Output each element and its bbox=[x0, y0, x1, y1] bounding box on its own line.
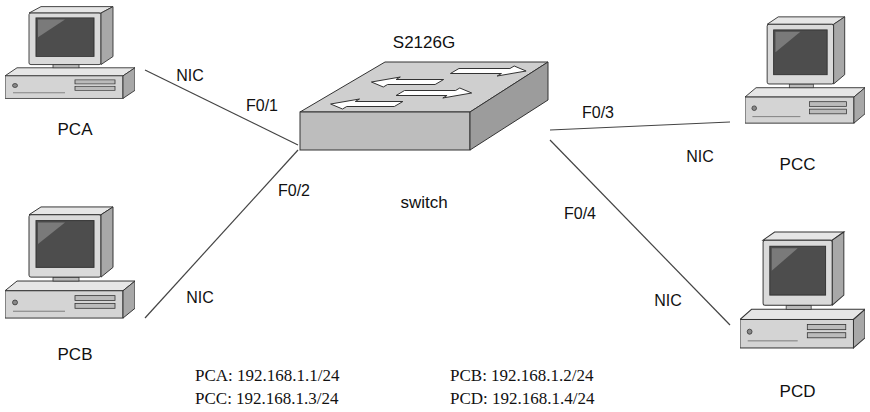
arrow-symbol bbox=[322, 99, 407, 109]
device-name: switch bbox=[400, 193, 447, 213]
network-cable bbox=[145, 150, 298, 318]
port-label: F0/3 bbox=[580, 103, 616, 122]
arrow-symbol bbox=[446, 66, 534, 76]
switch-arrows bbox=[322, 66, 535, 109]
device-name: PCA bbox=[58, 120, 93, 140]
port-label: F0/1 bbox=[244, 96, 280, 115]
arrow-symbol bbox=[392, 88, 480, 98]
switch-front bbox=[300, 112, 470, 150]
interface-label: NIC bbox=[654, 291, 682, 310]
interface-label: NIC bbox=[176, 66, 204, 85]
port-label: F0/4 bbox=[562, 204, 598, 223]
network-cable bbox=[145, 70, 298, 145]
interface-label: NIC bbox=[686, 147, 714, 166]
ip-address: PCD: 192.168.1.4/24 bbox=[450, 389, 595, 409]
network-cable bbox=[550, 122, 730, 130]
computer-icon bbox=[740, 232, 865, 348]
computer-node: PCD bbox=[730, 225, 865, 402]
computer-icon bbox=[745, 17, 865, 123]
computer-node: PCA bbox=[5, 3, 145, 140]
device-name: PCC bbox=[780, 155, 816, 175]
computer-node: PCB bbox=[5, 200, 145, 365]
switch-side bbox=[470, 62, 548, 150]
switch-icon bbox=[300, 62, 548, 150]
computer-node: PCC bbox=[730, 10, 865, 175]
ip-address: PCA: 192.168.1.1/24 bbox=[195, 366, 340, 386]
device-name: PCD bbox=[780, 382, 816, 402]
ip-address: PCB: 192.168.1.2/24 bbox=[450, 366, 594, 386]
network-cable bbox=[550, 140, 730, 325]
port-label: F0/2 bbox=[276, 181, 312, 200]
switch-node: S2126G switch bbox=[298, 33, 550, 213]
device-name: S2126G bbox=[393, 33, 455, 53]
interface-label: NIC bbox=[186, 288, 214, 307]
ip-address: PCC: 192.168.1.3/24 bbox=[195, 389, 339, 409]
computer-icon bbox=[5, 207, 135, 318]
computer-icon bbox=[5, 7, 135, 99]
device-name: PCB bbox=[58, 345, 93, 365]
arrow-symbol bbox=[363, 77, 448, 87]
